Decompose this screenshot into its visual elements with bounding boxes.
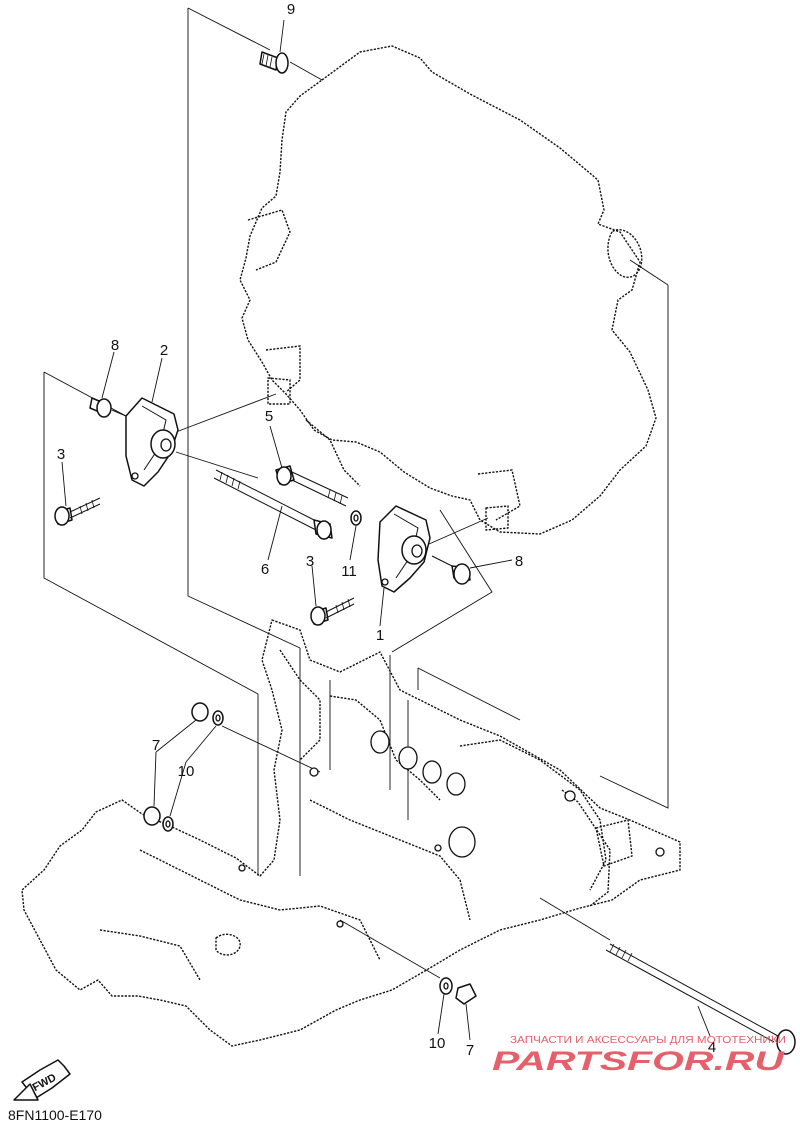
watermark-subtitle: ЗАПЧАСТИ И АКСЕССУАРЫ ДЛЯ МОТОТЕХНИКИ — [510, 1035, 786, 1046]
callout-leaders — [61, 19, 711, 1041]
callout-4: 4 — [708, 1039, 716, 1056]
callout-8-right: 8 — [515, 553, 523, 570]
callout-3-left: 3 — [57, 446, 65, 463]
frame-outline — [21, 619, 681, 1047]
engine-mount-bracket-left — [125, 397, 179, 487]
callout-11: 11 — [341, 563, 357, 580]
callout-7-left: 7 — [152, 737, 160, 754]
callout-9: 9 — [287, 1, 295, 18]
bolt-9 — [259, 51, 289, 74]
fwd-arrow: FWD — [13, 1059, 71, 1101]
nuts-and-washers-left — [143, 702, 224, 832]
frame-holes — [238, 730, 665, 928]
callout-5: 5 — [265, 408, 273, 425]
callout-6: 6 — [261, 561, 269, 578]
bolt-3-right — [310, 597, 355, 626]
engine-mount-bracket-right — [377, 505, 431, 593]
diagram-code: 8FN1100-E170 — [8, 1107, 102, 1123]
callout-3-right: 3 — [306, 553, 314, 570]
engine-outline — [239, 45, 657, 535]
callout-10-left: 10 — [178, 763, 195, 780]
washer-11 — [350, 510, 362, 526]
bolt-3-left — [54, 497, 101, 526]
bolt-8-right — [431, 555, 471, 585]
bolt-6 — [213, 469, 333, 540]
callout-8-left: 8 — [111, 337, 119, 354]
bolt-8-left — [89, 397, 127, 418]
callout-7-right: 7 — [466, 1042, 474, 1059]
callout-2: 2 — [160, 342, 168, 359]
bolt-5 — [275, 465, 349, 507]
through-bolt-4 — [605, 943, 796, 1055]
assembly-reference-lines — [43, 7, 669, 979]
watermark: ЗАПЧАСТИ И АКСЕССУАРЫ ДЛЯ МОТОТЕХНИКИ PA… — [492, 1035, 786, 1076]
callout-1: 1 — [376, 627, 384, 644]
callout-10-right: 10 — [429, 1035, 446, 1052]
watermark-brand: PARTSFOR.RU — [492, 1046, 786, 1076]
callout-numbers: 9 8 2 3 5 6 11 3 8 1 7 10 10 7 4 — [57, 1, 716, 1059]
nuts-and-washers-right — [439, 977, 477, 1005]
